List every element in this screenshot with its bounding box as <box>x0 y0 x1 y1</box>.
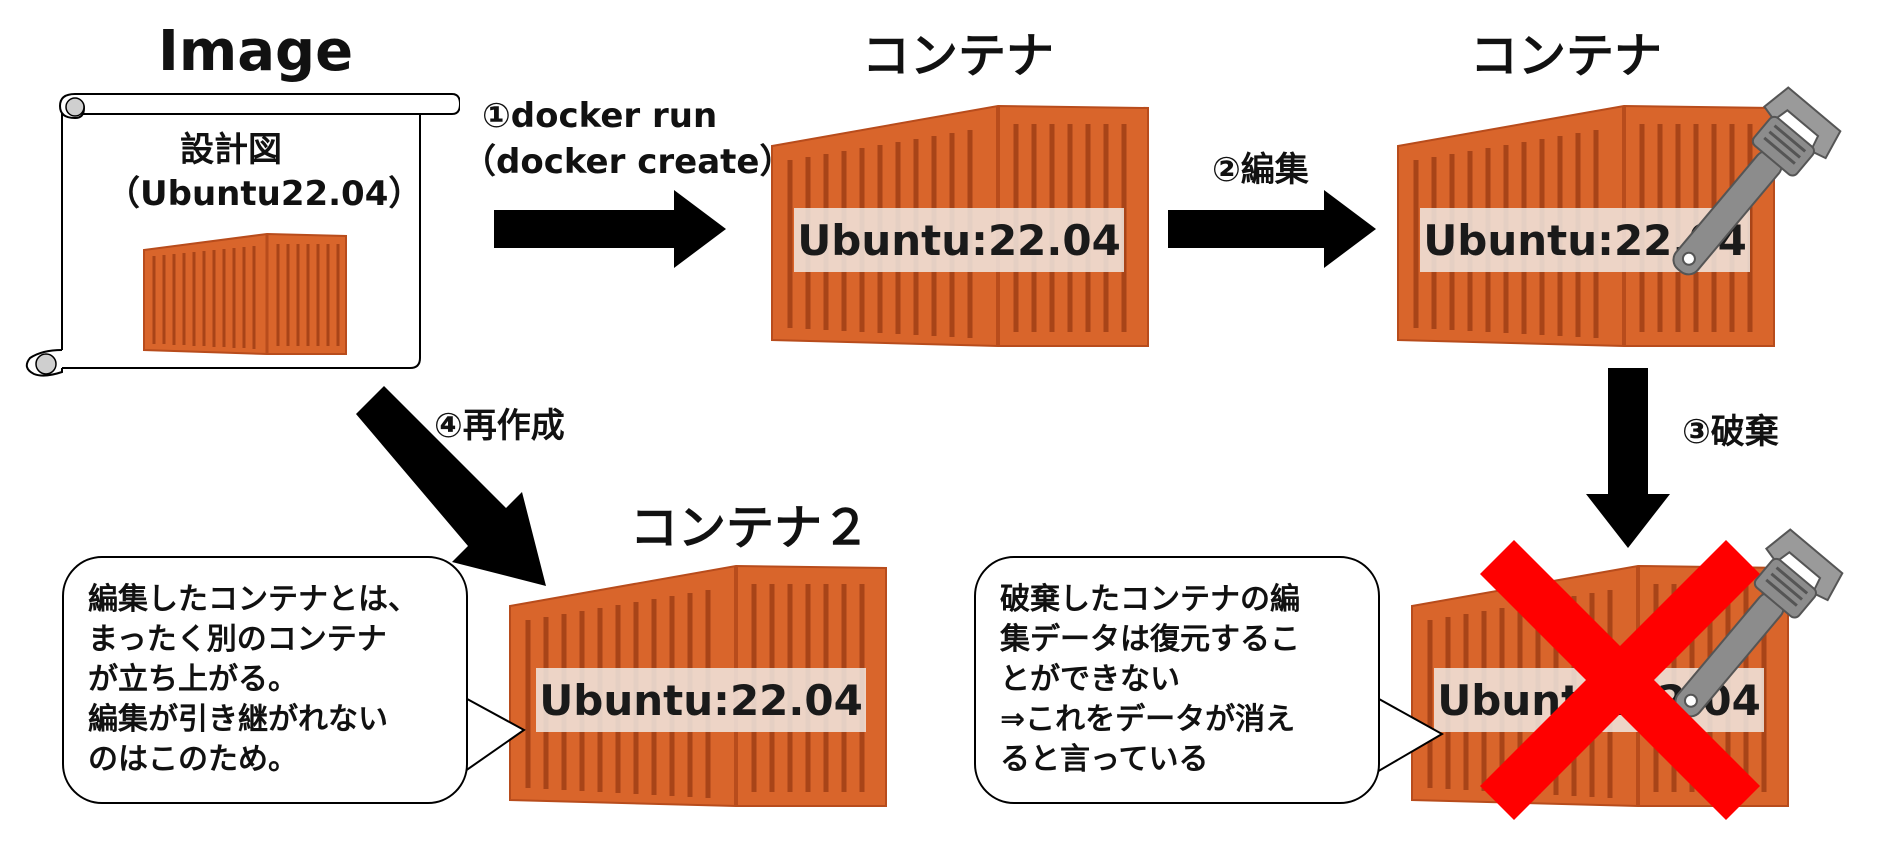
step-recreate-label: ④再作成 <box>434 406 565 446</box>
container-1: Ubuntu:22.04 <box>770 100 1150 348</box>
arrow-icon <box>1586 368 1670 548</box>
image-title: Image <box>158 19 354 84</box>
bubble-left-line-2: まったく別のコンテナ <box>88 622 387 657</box>
step-run-sub-label: （docker create） <box>462 142 794 182</box>
container-1-title: コンテナ <box>862 28 1055 84</box>
container-3-title: コンテナ２ <box>630 500 871 556</box>
arrow-icon <box>356 386 546 586</box>
container-2-title: コンテナ <box>1470 28 1663 84</box>
cross-icon <box>1480 540 1760 820</box>
bubble-tail <box>458 692 526 778</box>
arrow-icon <box>1168 190 1376 268</box>
scroll-container-icon <box>142 226 348 356</box>
bubble-right-line-2: 集データは復元するこ <box>1000 622 1300 657</box>
bubble-right-line-1: 破棄したコンテナの編 <box>1000 582 1300 617</box>
bubble-right-line-5: ると言っている <box>1000 742 1209 777</box>
bubble-right-line-3: とができない <box>1000 662 1180 697</box>
container-1-plate: Ubuntu:22.04 <box>794 208 1124 272</box>
bubble-right-line-4: ⇒これをデータが消え <box>1000 702 1296 737</box>
wrench-icon <box>1674 528 1844 718</box>
speech-bubble-right: 破棄したコンテナの編 集データは復元するこ とができない ⇒これをデータが消え … <box>974 556 1380 804</box>
bubble-left-line-1: 編集したコンテナとは、 <box>88 582 418 617</box>
bubble-left-line-3: が立ち上がる。 <box>88 662 298 697</box>
wrench-icon <box>1672 86 1842 276</box>
step-edit-label: ②編集 <box>1212 150 1309 190</box>
scroll-title: 設計図 <box>180 130 282 170</box>
step-run-label: ①docker run <box>482 96 718 136</box>
scroll-subtitle: （Ubuntu22.04） <box>106 174 423 214</box>
step-destroy-label: ③破棄 <box>1682 412 1779 452</box>
bubble-tail <box>1370 692 1445 778</box>
arrow-icon <box>494 190 726 268</box>
container-3: Ubuntu:22.04 <box>508 560 888 808</box>
container-3-plate: Ubuntu:22.04 <box>536 668 866 732</box>
speech-bubble-left: 編集したコンテナとは、 まったく別のコンテナ が立ち上がる。 編集が引き継がれな… <box>62 556 468 804</box>
bubble-left-line-4: 編集が引き継がれない <box>88 702 388 737</box>
bubble-left-line-5: のはこのため。 <box>88 742 298 777</box>
